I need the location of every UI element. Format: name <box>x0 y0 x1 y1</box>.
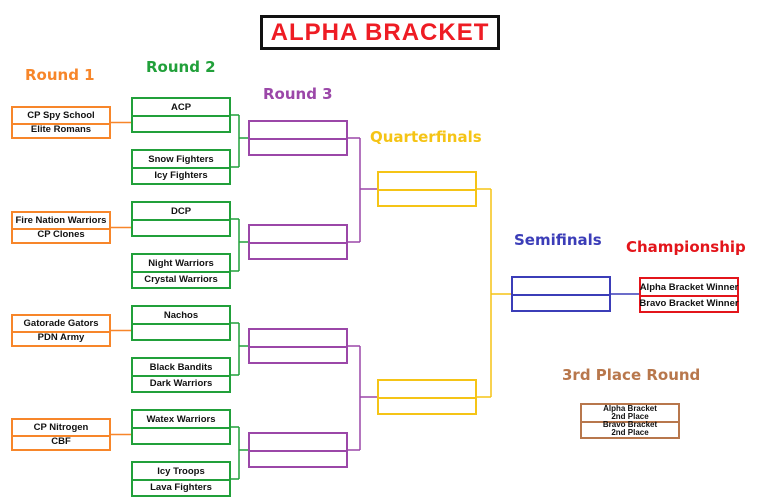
round2-team-bottom: Crystal Warriors <box>144 273 218 285</box>
round3-team-bottom <box>250 450 346 466</box>
match-divider <box>133 375 229 377</box>
round2-team-bottom: Dark Warriors <box>149 377 213 389</box>
round2-team-top: Watex Warriors <box>146 413 216 425</box>
match-divider <box>133 115 229 117</box>
third-place-label: 3rd Place Round <box>562 366 701 384</box>
semifinals-team-top <box>513 278 609 294</box>
match-divider <box>641 295 737 297</box>
semifinals-label: Semifinals <box>514 231 602 249</box>
round2-team-bottom: Lava Fighters <box>150 481 212 493</box>
round2-team-top: Nachos <box>163 309 199 321</box>
round3-team-top <box>250 226 346 242</box>
round2-team-top: Black Bandits <box>149 361 213 373</box>
round2-team-top: ACP <box>170 101 192 113</box>
round1-team-top: CP Spy School <box>27 109 95 121</box>
round1-team-bottom: CP Clones <box>37 229 85 241</box>
round-3-label: Round 3 <box>263 85 333 103</box>
championship-label: Championship <box>626 238 746 256</box>
round3-team-top <box>250 434 346 450</box>
match-divider <box>379 397 475 399</box>
round1-team-bottom: CBF <box>51 436 71 448</box>
round1-team-bottom: PDN Army <box>37 332 85 344</box>
round1-team-top: Fire Nation Warriors <box>15 214 107 226</box>
round2-team-bottom <box>133 323 229 339</box>
match-divider <box>513 294 609 296</box>
round2-team-bottom <box>133 115 229 131</box>
round3-match <box>248 328 348 364</box>
quarterfinals-match <box>377 171 477 207</box>
match-divider <box>133 479 229 481</box>
round2-team-top: Icy Troops <box>157 465 205 477</box>
round1-team-top: CP Nitrogen <box>33 421 89 433</box>
round3-match <box>248 120 348 156</box>
match-divider <box>133 219 229 221</box>
round2-team-top: Night Warriors <box>148 257 214 269</box>
round1-match: Fire Nation Warriors CP Clones <box>11 211 111 244</box>
bracket-title-box: ALPHA BRACKET <box>260 15 500 50</box>
slot-line: Alpha Bracket <box>603 404 657 413</box>
quarterfinals-team-bottom <box>379 189 475 205</box>
match-divider <box>133 167 229 169</box>
match-divider <box>379 189 475 191</box>
round2-team-bottom <box>133 219 229 235</box>
quarterfinals-label: Quarterfinals <box>370 128 482 146</box>
round-1-label: Round 1 <box>25 66 95 84</box>
round1-team-bottom: Elite Romans <box>30 124 92 136</box>
bracket-title: ALPHA BRACKET <box>270 18 490 46</box>
round2-team-bottom: Icy Fighters <box>154 169 208 181</box>
match-divider <box>13 227 109 230</box>
round2-team-bottom <box>133 427 229 443</box>
semifinals-team-bottom <box>513 294 609 310</box>
championship-team-top: Alpha Bracket Winner <box>639 281 739 293</box>
match-divider <box>13 330 109 333</box>
round2-match: Nachos <box>131 305 231 341</box>
round3-team-bottom <box>250 346 346 362</box>
round3-team-top <box>250 122 346 138</box>
match-divider <box>13 122 109 125</box>
semifinals-match <box>511 276 611 312</box>
round2-match: Watex Warriors <box>131 409 231 445</box>
match-divider <box>250 450 346 452</box>
round3-team-bottom <box>250 138 346 154</box>
round3-team-top <box>250 330 346 346</box>
match-divider <box>250 138 346 140</box>
round2-team-top: Snow Fighters <box>148 153 214 165</box>
round2-team-top: DCP <box>170 205 192 217</box>
match-divider <box>133 271 229 273</box>
quarterfinals-match <box>377 379 477 415</box>
round3-match <box>248 224 348 260</box>
slot-line: Bravo Bracket <box>602 420 658 429</box>
round-2-label: Round 2 <box>146 58 216 76</box>
round2-match: DCP <box>131 201 231 237</box>
round3-team-bottom <box>250 242 346 258</box>
championship-team-bottom: Bravo Bracket Winner <box>639 297 739 309</box>
slot-line: 2nd Place <box>611 428 649 437</box>
round3-match <box>248 432 348 468</box>
slot-line: 2nd Place <box>611 412 649 421</box>
match-divider <box>582 421 678 423</box>
quarterfinals-team-top <box>379 173 475 189</box>
match-divider <box>133 427 229 429</box>
match-divider <box>250 242 346 244</box>
match-divider <box>13 434 109 437</box>
quarterfinals-team-bottom <box>379 397 475 413</box>
round2-match: ACP <box>131 97 231 133</box>
match-divider <box>133 323 229 325</box>
round1-team-top: Gatorade Gators <box>23 317 99 329</box>
match-divider <box>250 346 346 348</box>
quarterfinals-team-top <box>379 381 475 397</box>
